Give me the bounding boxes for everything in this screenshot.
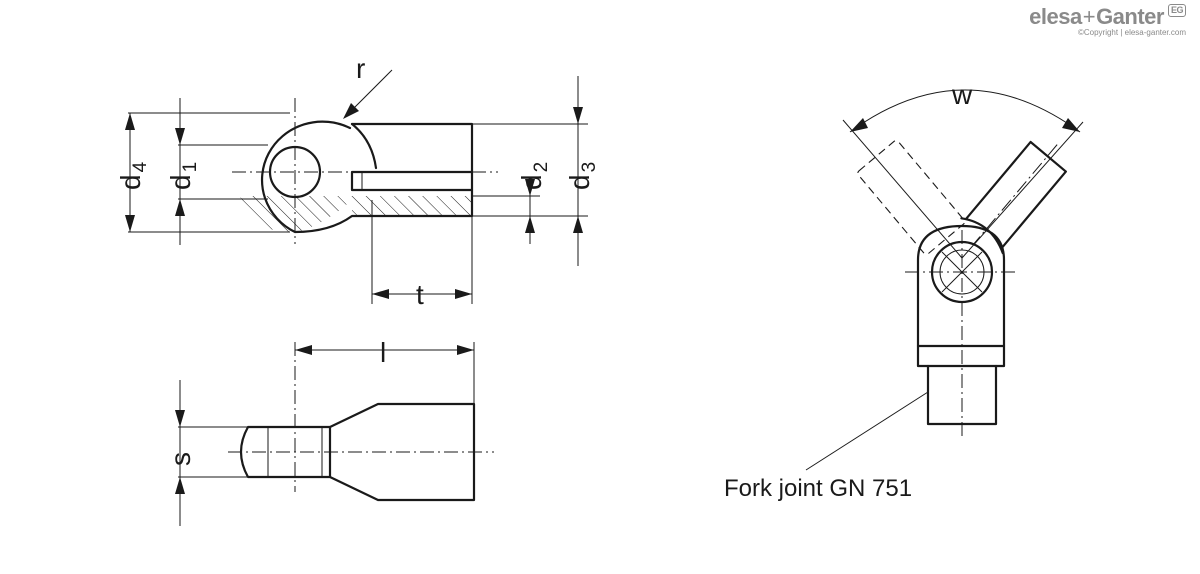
arrow-d4-top bbox=[125, 113, 135, 130]
fork-joint-assembly-view: w Fork joint GN 7 bbox=[724, 79, 1084, 502]
label-t: t bbox=[416, 279, 424, 310]
top-view-outline bbox=[239, 402, 476, 502]
fork-joint-body bbox=[916, 224, 1006, 368]
arrow-d3-bottom bbox=[573, 216, 583, 233]
angle-ray-right bbox=[961, 121, 1084, 259]
arrow-d2-bottom bbox=[525, 216, 535, 233]
lower-shank bbox=[926, 364, 998, 426]
thread-bore bbox=[350, 170, 474, 192]
rod-end-side-view: d4 d1 d2 d3 r t bbox=[115, 53, 600, 310]
arrow-d2-top bbox=[525, 179, 535, 196]
angle-arc-w bbox=[849, 89, 1081, 133]
arrow-t-right bbox=[455, 289, 472, 299]
label-s: s bbox=[165, 452, 196, 466]
arrow-w-left bbox=[850, 118, 868, 132]
arrow-w-right bbox=[1062, 118, 1080, 132]
section-hatch-eye bbox=[240, 196, 352, 232]
arrow-t-left bbox=[372, 289, 389, 299]
arrow-d3-top bbox=[573, 107, 583, 124]
arrow-d1-bottom bbox=[175, 199, 185, 216]
rod-end-top-view: l s bbox=[165, 337, 494, 526]
section-hatch-shank bbox=[352, 196, 472, 216]
label-w: w bbox=[951, 79, 973, 110]
arrow-s-bottom bbox=[175, 477, 185, 494]
label-d3: d3 bbox=[564, 162, 600, 190]
label-l: l bbox=[380, 337, 386, 368]
arrow-d1-top bbox=[175, 128, 185, 145]
rod-end-neck bbox=[350, 122, 378, 170]
label-d4: d4 bbox=[115, 161, 151, 190]
arrow-l-left bbox=[295, 345, 312, 355]
label-d1: d1 bbox=[165, 162, 201, 190]
phantom-rod-position bbox=[857, 140, 966, 255]
rod-end-outline bbox=[261, 120, 474, 234]
leader-note bbox=[805, 391, 929, 471]
label-r: r bbox=[356, 53, 365, 84]
logo-copyright: ©Copyright | elesa-ganter.com bbox=[1077, 28, 1186, 37]
label-d2: d2 bbox=[516, 162, 552, 190]
fork-joint-label: Fork joint GN 751 bbox=[724, 475, 912, 502]
angle-ray-left bbox=[842, 119, 963, 259]
arrow-d4-bottom bbox=[125, 215, 135, 232]
eg-badge: EG bbox=[1167, 4, 1186, 17]
arrow-s-top bbox=[175, 410, 185, 427]
arrow-l-right bbox=[457, 345, 474, 355]
swung-rod bbox=[960, 140, 1067, 255]
arrow-r bbox=[343, 103, 359, 119]
